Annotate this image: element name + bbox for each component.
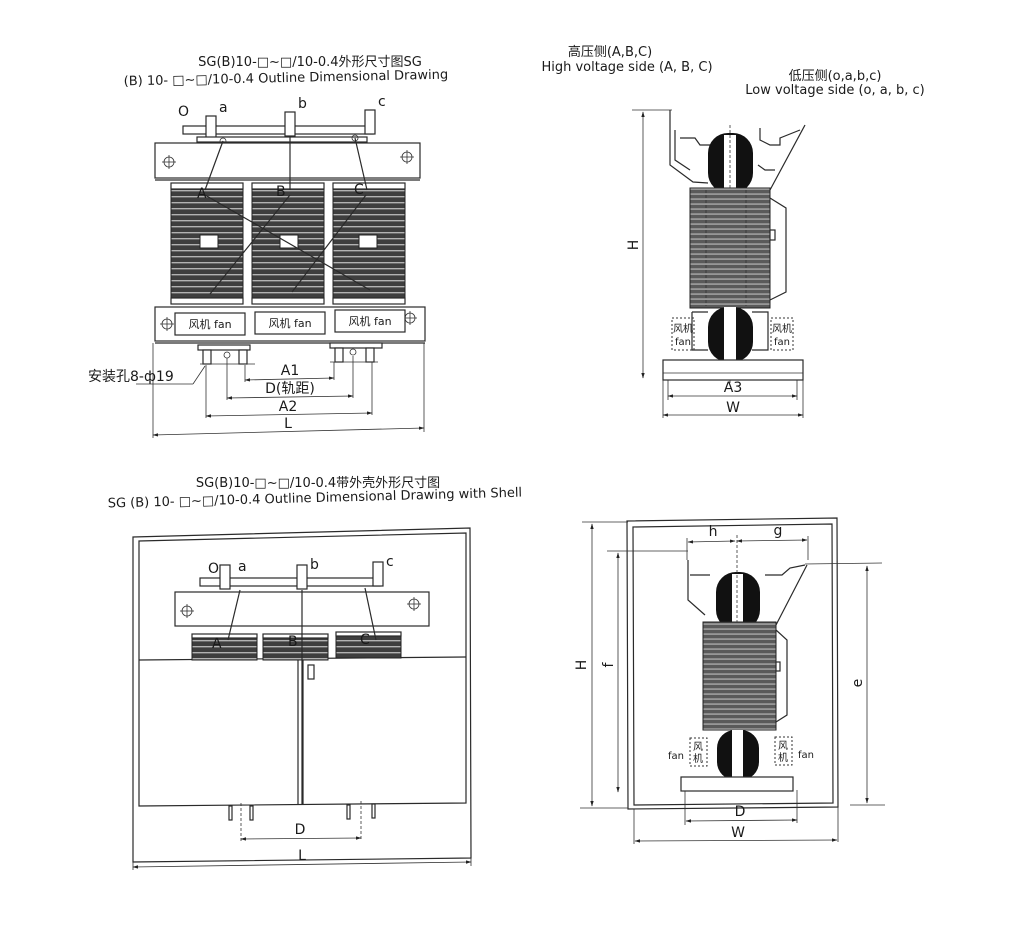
phase-b-label: B (288, 634, 298, 650)
terminal-o-label: O (208, 561, 219, 577)
lifting-hole-icon (162, 155, 176, 169)
door-handle (307, 664, 315, 680)
phase-c-label: C (354, 182, 364, 198)
dim-a2-label: A2 (279, 399, 297, 415)
phase-c-label: C (360, 632, 370, 648)
terminal-c-label: c (378, 94, 386, 110)
lv-side-cn: 低压侧(o,a,b,c) (789, 69, 882, 84)
lifting-hole-icon (180, 604, 194, 618)
dim-f-label: f (601, 661, 617, 667)
fan-unit (334, 309, 406, 333)
fan-cn-left-1: 风 (693, 741, 703, 753)
base-rail-left (197, 344, 255, 365)
dim-h-label: H (574, 660, 590, 671)
coil-side (702, 621, 777, 731)
terminal-o-label: O (178, 104, 189, 120)
dim-d-label: D (735, 804, 746, 820)
dim-a3-label: A3 (724, 380, 742, 396)
fan-en-right: fan (774, 337, 790, 348)
base-rail-right (329, 342, 383, 363)
drawing1-title-cn: SG(B)10-□~□/10-0.4外形尺寸图SG (198, 55, 422, 70)
shell-side-view-drawing: H f h g e 风 机 fan 风 机 fan (574, 517, 885, 844)
phase-b-label: B (276, 184, 286, 200)
top-clamp (154, 142, 421, 179)
coil-phase-c (332, 182, 406, 305)
dim-g-label: g (774, 523, 783, 539)
terminal-b-label: b (298, 96, 307, 112)
lifting-hole-icon (400, 150, 414, 164)
lv-side-en: Low voltage side (o, a, b, c) (745, 83, 924, 98)
fan-cn-right-1: 风 (778, 740, 788, 752)
coil-phase-b (251, 182, 325, 305)
dim-l-label: L (284, 416, 292, 432)
phase-a-label: A (212, 636, 222, 652)
side-base (680, 776, 794, 792)
terminal-b-label: b (310, 557, 319, 573)
hv-side-cn: 高压侧(A,B,C) (568, 44, 652, 60)
fan-label: 风机 fan (188, 317, 231, 331)
lv-busbar (182, 109, 376, 145)
terminal-c-label: c (386, 554, 394, 570)
lifting-hole-icon (160, 317, 174, 331)
dim-h-label: H (626, 240, 642, 251)
fan-label: 风机 fan (268, 316, 311, 330)
phase-a-label: A (197, 186, 207, 202)
coil-side (689, 187, 771, 309)
shell-front-view-drawing: SG(B)10-□~□/10-0.4带外壳外形尺寸图 SG (B) 10- □~… (108, 476, 522, 870)
dim-e-label: e (850, 679, 866, 688)
side-base (662, 359, 804, 381)
fan-en-left: fan (675, 337, 691, 348)
terminal-a-label: a (238, 559, 247, 575)
front-view-drawing: SG(B)10-□~□/10-0.4外形尺寸图SG (B) 10- □~□/10… (88, 55, 448, 438)
fan-cn-left-2: 机 (693, 752, 703, 765)
fan-en-left: fan (668, 751, 684, 762)
fan-cn-left: 风机 (673, 322, 693, 335)
coil-phase-a (170, 182, 244, 305)
lifting-hole-icon (407, 597, 421, 611)
dim-w-label: W (731, 825, 745, 841)
dim-h-small-label: h (709, 524, 718, 540)
fan-en-right: fan (798, 750, 814, 761)
fan-cn-right-2: 机 (778, 751, 788, 764)
dim-d-label: D(轨距) (265, 381, 315, 397)
hv-side-en: High voltage side (A, B, C) (541, 60, 712, 75)
fan-label: 风机 fan (348, 314, 391, 328)
dim-l-label: L (298, 848, 306, 864)
drawing1-title-en: (B) 10- □~□/10-0.4 Outline Dimensional D… (124, 68, 449, 90)
fan-cn-right: 风机 (772, 322, 792, 335)
fan-unit (174, 312, 246, 336)
side-view-drawing: 高压侧(A,B,C) High voltage side (A, B, C) 低… (541, 44, 925, 418)
terminal-a-label: a (219, 100, 228, 116)
dim-a1-label: A1 (281, 363, 299, 379)
fan-unit (254, 311, 326, 335)
mount-hole-label: 安装孔8-ф19 (88, 369, 174, 385)
dim-w-label: W (726, 400, 740, 416)
drawing3-title-cn: SG(B)10-□~□/10-0.4带外壳外形尺寸图 (196, 476, 440, 491)
dim-d-label: D (295, 822, 306, 838)
